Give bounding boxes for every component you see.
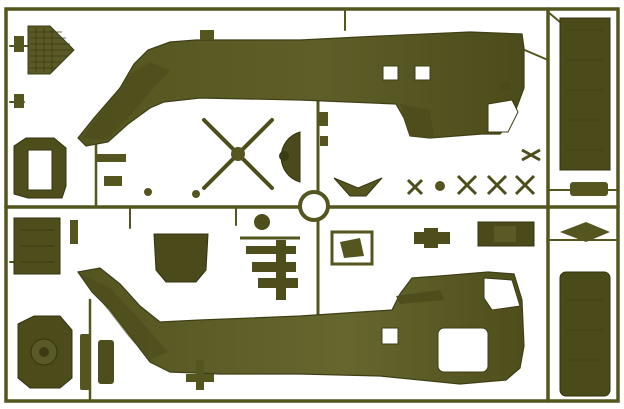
part-brackets (80, 334, 114, 390)
small-part (14, 36, 24, 52)
part-tail-rotor (333, 177, 383, 197)
window-opening (414, 65, 431, 81)
part-crosses (406, 148, 541, 196)
sprue-gate-ring (298, 190, 330, 222)
small-part (560, 222, 610, 242)
part-frame (246, 240, 298, 300)
part-housing (477, 221, 535, 247)
part-small-detail (96, 30, 328, 198)
fuselage-half-top (77, 31, 525, 147)
part-seat-back (13, 137, 67, 199)
part-grille (27, 25, 75, 75)
part-half-dome (279, 131, 301, 183)
part-bracket (414, 228, 450, 248)
small-part (570, 182, 608, 196)
cockpit-window-opening (487, 99, 519, 133)
part-engine-front (17, 315, 73, 389)
window-opening (382, 65, 399, 81)
door-opening (437, 327, 489, 373)
part-seat-bucket (153, 233, 209, 283)
cockpit-window-opening (483, 277, 521, 311)
part-plate (330, 230, 374, 266)
part-skid (186, 360, 214, 390)
part-main-rotor (202, 118, 274, 190)
part-wheel (254, 214, 270, 230)
part-floor-panel-bottom (559, 271, 611, 397)
small-part (14, 94, 24, 108)
part-panel (13, 217, 61, 275)
small-part (70, 220, 78, 244)
fuselage-half-bottom (76, 267, 525, 385)
part-floor-panel-top (559, 17, 611, 171)
sprue-frame (4, 7, 620, 403)
window-opening (381, 327, 399, 345)
